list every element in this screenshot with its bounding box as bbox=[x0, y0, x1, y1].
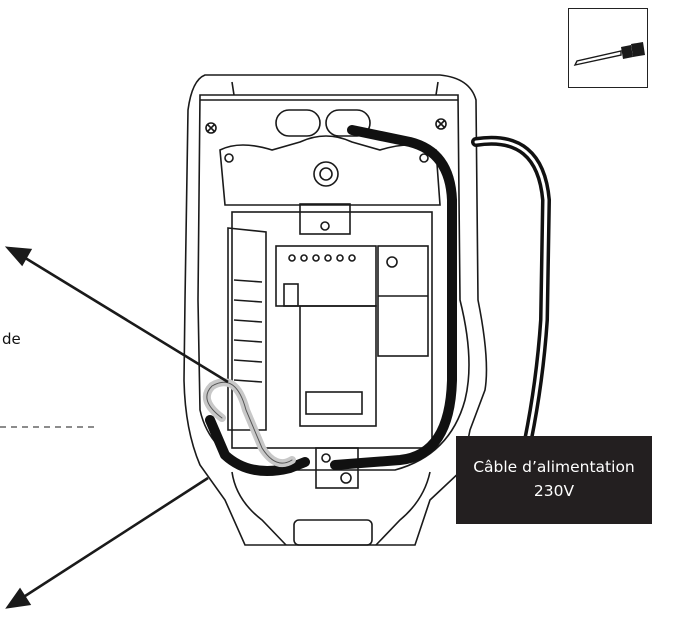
cut-arrows bbox=[4, 246, 229, 609]
power-cable-label-line1: Câble d’alimentation bbox=[473, 458, 635, 476]
charger-housing bbox=[183, 74, 488, 546]
power-cable-label-line2: 230V bbox=[533, 482, 575, 500]
screwdriver-icon bbox=[573, 42, 645, 66]
tool-indicator-box bbox=[568, 8, 648, 88]
power-cable-callout: Câble d’alimentation 230V bbox=[456, 436, 652, 524]
partial-label: de bbox=[2, 330, 21, 348]
power-cable bbox=[205, 125, 457, 476]
